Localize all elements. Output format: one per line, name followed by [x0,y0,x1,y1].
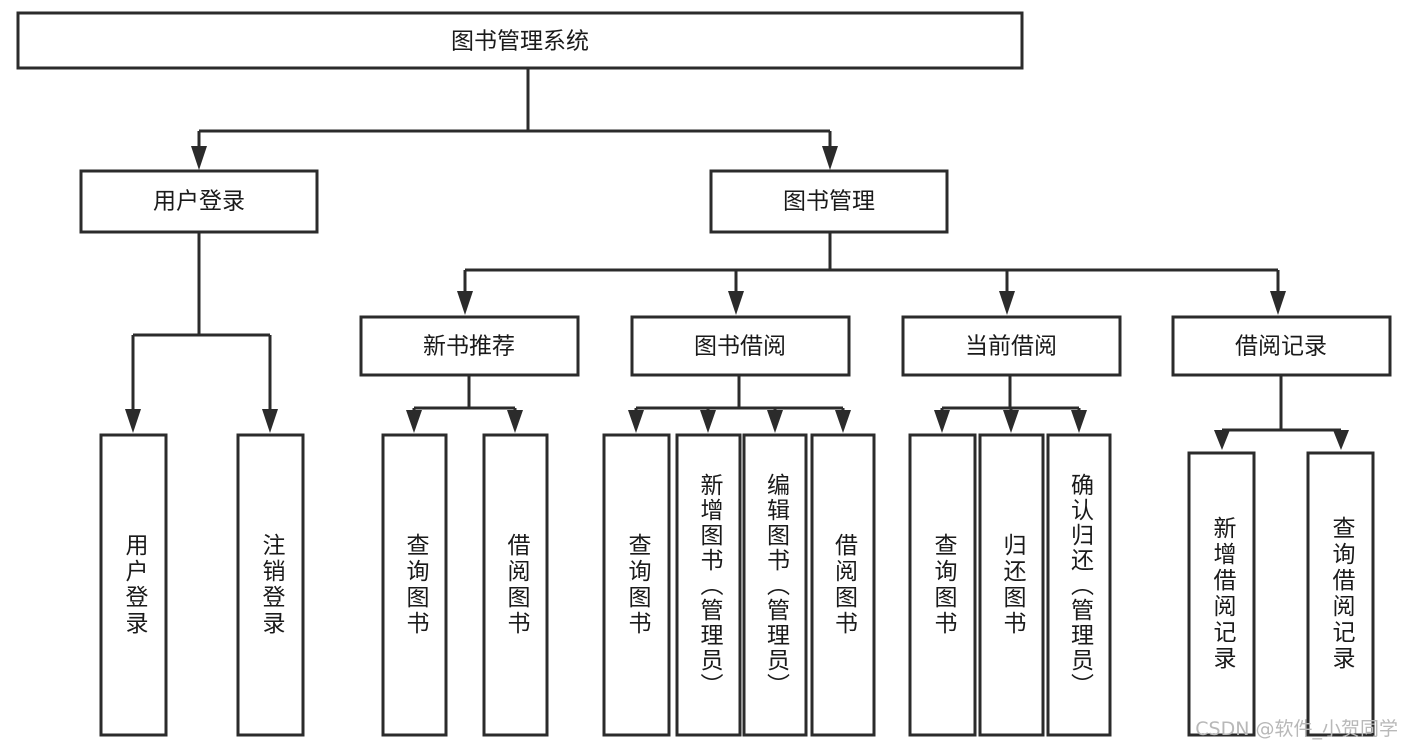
node-leaf-query-book-3-box[interactable] [908,433,977,737]
node-leaf-borrow-book-2-label: 借阅图书 [830,533,857,637]
node-new-book-recommend-box[interactable] [359,315,580,377]
arrow-to-borrow-record [1270,291,1286,315]
node-current-borrow-box[interactable] [901,315,1122,377]
node-book-management[interactable]: 图书管理 [709,169,949,234]
node-leaf-add-borrow-record-box[interactable] [1187,451,1256,737]
node-book-management-box[interactable] [709,169,949,234]
node-leaf-borrow-book-2-label-wrap: 借阅图书 [812,435,874,735]
node-leaf-edit-book-admin-box[interactable] [742,433,808,737]
node-leaf-add-borrow-record-label-wrap: 新增借阅记录 [1189,453,1254,735]
node-leaf-borrow-book-2[interactable] [810,433,876,737]
arrow-to-user-login [191,146,207,170]
node-leaf-query-book-1-label: 查询图书 [402,533,428,637]
node-leaf-edit-book-admin-label: 编辑图书（管理员） [762,472,789,698]
node-leaf-logout-login-label: 注销登录 [258,533,284,637]
node-leaf-borrow-book-1-label: 借阅图书 [503,533,529,637]
connector-layer [125,68,1349,450]
node-leaf-borrow-book-1-label-wrap: 借阅图书 [484,435,547,735]
node-leaf-query-book-1-box[interactable] [381,433,448,737]
node-leaf-query-book-3-label-wrap: 查询图书 [910,435,975,735]
node-leaf-add-book-admin-label-wrap: 新增图书（管理员） [677,435,740,735]
node-book-management-label: 图书管理 [783,189,875,215]
node-leaf-return-book-box[interactable] [978,433,1045,737]
node-leaf-user-login[interactable] [99,433,168,737]
node-leaf-query-borrow-record[interactable] [1306,451,1375,737]
node-book-borrow-box[interactable] [630,315,851,377]
node-leaf-logout-login[interactable] [236,433,305,737]
arrow-to-leaf-user-login [125,409,141,433]
arrow-to-leaf-add-borrow-record [1214,430,1230,450]
csdn-watermark: CSDN @软件_小贺同学 [1195,718,1398,740]
node-leaf-user-login-box[interactable] [99,433,168,737]
node-borrow-record[interactable]: 借阅记录 [1171,315,1392,377]
node-user-login-box[interactable] [79,169,319,234]
node-new-book-recommend[interactable]: 新书推荐 [359,315,580,377]
node-leaf-confirm-return-admin-label: 确认归还（管理员） [1066,472,1093,698]
arrow-to-leaf-add-book-admin [700,410,716,433]
node-current-borrow[interactable]: 当前借阅 [901,315,1122,377]
node-leaf-confirm-return-admin-box[interactable] [1046,433,1112,737]
node-leaf-query-book-2-box[interactable] [602,433,671,737]
node-leaf-edit-book-admin-label-wrap: 编辑图书（管理员） [744,435,806,735]
node-leaf-add-borrow-record[interactable] [1187,451,1256,737]
node-leaf-query-book-2-label-wrap: 查询图书 [604,435,669,735]
node-current-borrow-label: 当前借阅 [965,334,1057,360]
node-leaf-confirm-return-admin[interactable] [1046,433,1112,737]
node-leaf-query-borrow-record-box[interactable] [1306,451,1375,737]
arrow-to-leaf-logout-login [262,409,278,433]
arrow-to-leaf-edit-book-admin [767,410,783,433]
node-borrow-record-box[interactable] [1171,315,1392,377]
node-leaf-add-borrow-record-label: 新增借阅记录 [1209,516,1235,672]
node-leaf-logout-login-label-wrap: 注销登录 [238,435,303,735]
node-leaf-return-book-label: 归还图书 [999,533,1025,637]
arrow-to-leaf-query-book-3 [934,410,950,433]
node-leaf-borrow-book-2-box[interactable] [810,433,876,737]
node-leaf-query-book-3-label: 查询图书 [930,533,956,637]
arrow-to-leaf-return-book [1003,410,1019,433]
arrow-to-book-borrow [728,291,744,315]
node-leaf-user-login-label: 用户登录 [121,533,147,637]
node-leaf-confirm-return-admin-label-wrap: 确认归还（管理员） [1048,435,1110,735]
node-leaf-user-login-label-wrap: 用户登录 [101,435,166,735]
node-root-box[interactable] [16,11,1024,70]
node-leaf-query-book-2-label: 查询图书 [624,533,650,637]
node-user-login-label: 用户登录 [153,189,245,215]
arrow-to-book-management [822,146,838,170]
arrow-to-leaf-query-borrow-record [1333,430,1349,450]
node-root[interactable]: 图书管理系统 [16,11,1024,70]
node-leaf-query-book-1[interactable] [381,433,448,737]
node-leaf-return-book-label-wrap: 归还图书 [980,435,1043,735]
arrow-to-new-book-recommend [457,291,473,315]
arrow-to-leaf-borrow-book-1 [507,410,523,433]
arrow-to-leaf-confirm-return-admin [1071,410,1087,433]
node-leaf-query-borrow-record-label: 查询借阅记录 [1328,516,1354,672]
node-book-borrow[interactable]: 图书借阅 [630,315,851,377]
arrow-to-leaf-query-book-1 [406,410,422,433]
node-leaf-return-book[interactable] [978,433,1045,737]
arrow-to-leaf-borrow-book-2 [835,410,851,433]
arrow-to-leaf-query-book-2 [628,410,644,433]
node-leaf-borrow-book-1[interactable] [482,433,549,737]
node-leaf-query-borrow-record-label-wrap: 查询借阅记录 [1308,453,1373,735]
node-leaf-edit-book-admin[interactable] [742,433,808,737]
node-book-borrow-label: 图书借阅 [694,334,786,360]
node-leaf-borrow-book-1-box[interactable] [482,433,549,737]
node-leaf-logout-login-box[interactable] [236,433,305,737]
node-leaf-add-book-admin-box[interactable] [675,433,742,737]
node-leaf-add-book-admin[interactable] [675,433,742,737]
node-leaf-query-book-1-label-wrap: 查询图书 [383,435,446,735]
node-new-book-recommend-label: 新书推荐 [423,334,515,360]
node-user-login[interactable]: 用户登录 [79,169,319,234]
node-leaf-query-book-2[interactable] [602,433,671,737]
node-borrow-record-label: 借阅记录 [1235,334,1327,360]
node-leaf-add-book-admin-label: 新增图书（管理员） [696,472,722,698]
node-leaf-query-book-3[interactable] [908,433,977,737]
arrow-to-current-borrow [999,291,1015,315]
node-root-label: 图书管理系统 [451,29,589,55]
